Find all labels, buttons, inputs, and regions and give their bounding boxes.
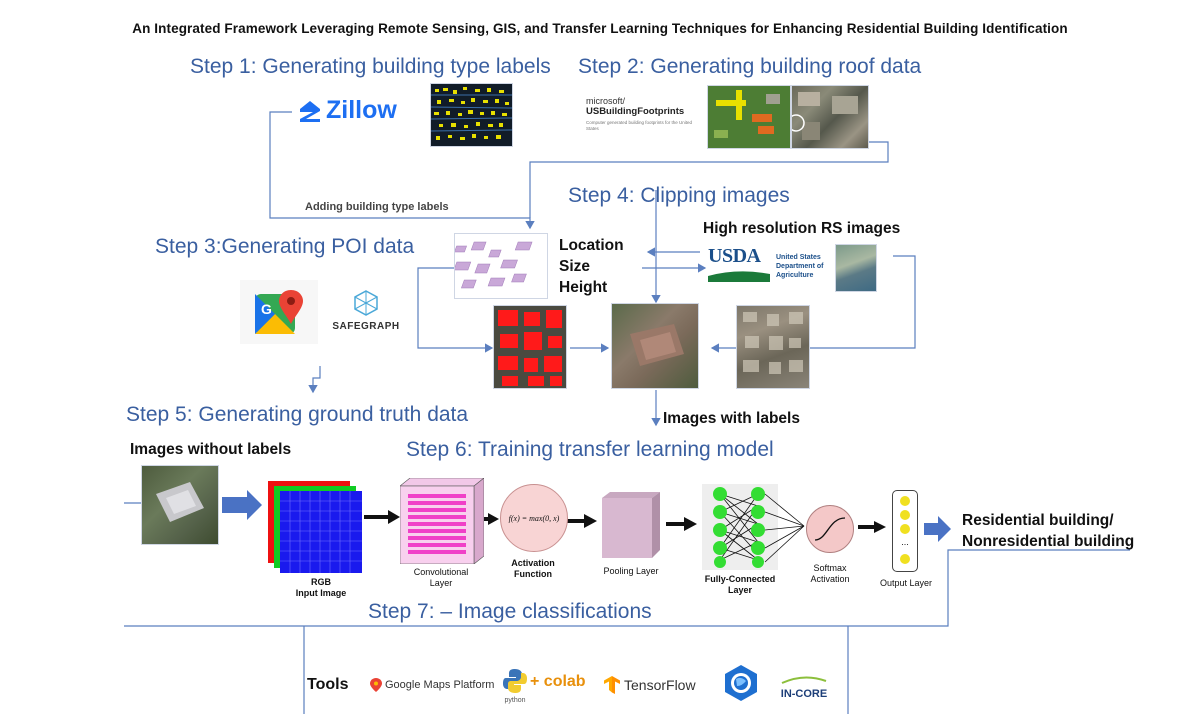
output-nodes (900, 496, 910, 564)
fully-connected-layer-block (702, 484, 778, 570)
google-maps-icon: G (255, 290, 303, 334)
step-2-heading: Step 2: Generating building roof data (578, 55, 922, 78)
rgb-input-caption: RGB Input Image (295, 577, 347, 598)
svg-text:G: G (261, 301, 272, 317)
roof-overlay (708, 86, 790, 148)
incore-logo: IN-CORE (780, 672, 828, 700)
building-3d-shapes (455, 241, 533, 289)
map-pin-icon (370, 678, 382, 692)
labeled-aerial-image (612, 304, 698, 388)
step-4-heading: Step 4: Clipping images (568, 184, 790, 207)
activation-function-circle: f(x) = max(0, x) (500, 484, 568, 552)
zillow-house-icon (300, 100, 320, 122)
globe-hexagon-icon (725, 665, 757, 701)
images-with-labels-text: Images with labels (663, 410, 800, 427)
safegraph-icon (354, 290, 378, 316)
size-text: Size (559, 258, 591, 275)
raw-aerial-image (737, 306, 809, 388)
footprint-pattern (431, 87, 512, 140)
step-7-heading: Step 7: – Image classifications (368, 600, 652, 623)
roof-mask-image (494, 306, 566, 388)
globe-tool-logo (722, 664, 760, 702)
tools-label: Tools (307, 676, 349, 693)
google-maps-platform-logo: Google Maps Platform (370, 678, 494, 692)
conv-layer-caption: Convolutional Layer (413, 567, 469, 588)
high-res-images-text: High resolution RS images (703, 220, 901, 237)
location-text: Location (559, 237, 624, 254)
raw-aerial-roofs (743, 312, 803, 374)
adding-labels-text: Adding building type labels (305, 201, 449, 213)
nonresidential-result-text: Nonresidential building (962, 533, 1135, 550)
usda-logo: USDA United States Department of Agricul… (708, 244, 834, 288)
building-footprint-map (431, 84, 512, 146)
roof-detection-image (708, 86, 790, 148)
output-layer-block: ... (892, 490, 918, 572)
unlabeled-house-roof (156, 482, 204, 522)
colab-logo: + colab (530, 673, 586, 690)
incore-swoosh-icon (781, 676, 827, 684)
google-maps-logo: G (240, 280, 318, 344)
step-6-heading: Step 6: Training transfer learning model (406, 438, 774, 461)
pooling-layer-block (602, 492, 660, 558)
fc-layer-caption: Fully-Connected Layer (704, 574, 776, 595)
tensorflow-logo: TensorFlow (604, 676, 696, 694)
roof-mask-shapes (494, 306, 566, 388)
fc-network (713, 487, 765, 568)
height-text: Height (559, 279, 608, 296)
python-logo: python (502, 668, 528, 704)
softmax-activation-circle (806, 505, 854, 553)
residential-result-text: Residential building/ (962, 512, 1114, 529)
coast-satellite-image (836, 245, 876, 291)
zillow-logo: Zillow (298, 96, 397, 125)
building-3d-image (455, 234, 547, 298)
rgb-blue-channel (280, 491, 362, 573)
python-icon (503, 669, 527, 693)
labeled-aerial-roof (630, 324, 684, 366)
usda-mark: USDA (708, 245, 772, 287)
sigmoid-curve-icon (814, 517, 846, 541)
usda-swoosh (708, 271, 770, 282)
safegraph-logo: SAFEGRAPH (326, 290, 406, 332)
rgb-grid (280, 491, 362, 573)
step-1-heading: Step 1: Generating building type labels (190, 55, 551, 78)
output-ellipsis: ... (901, 537, 909, 547)
pooling-layer-caption: Pooling Layer (603, 566, 659, 576)
tensorflow-icon (604, 676, 620, 694)
output-layer-caption: Output Layer (879, 578, 933, 588)
step-3-heading: Step 3:Generating POI data (155, 235, 415, 258)
diagram-title: An Integrated Framework Leveraging Remot… (132, 21, 1068, 36)
roof-satellite-detail (787, 92, 858, 140)
images-without-labels-text: Images without labels (130, 441, 292, 458)
step-5-heading: Step 5: Generating ground truth data (126, 403, 469, 426)
roof-satellite-image (787, 86, 868, 148)
pooling-cube (602, 492, 660, 558)
microsoft-footprints-card: microsoft/ USBuildingFootprints Computer… (586, 96, 693, 131)
unlabeled-input-image (142, 466, 218, 544)
conv-cube (399, 477, 485, 565)
activation-caption: Activation Function (511, 558, 555, 579)
convolutional-layer-block (399, 477, 485, 565)
softmax-caption: Softmax Activation (810, 563, 850, 584)
